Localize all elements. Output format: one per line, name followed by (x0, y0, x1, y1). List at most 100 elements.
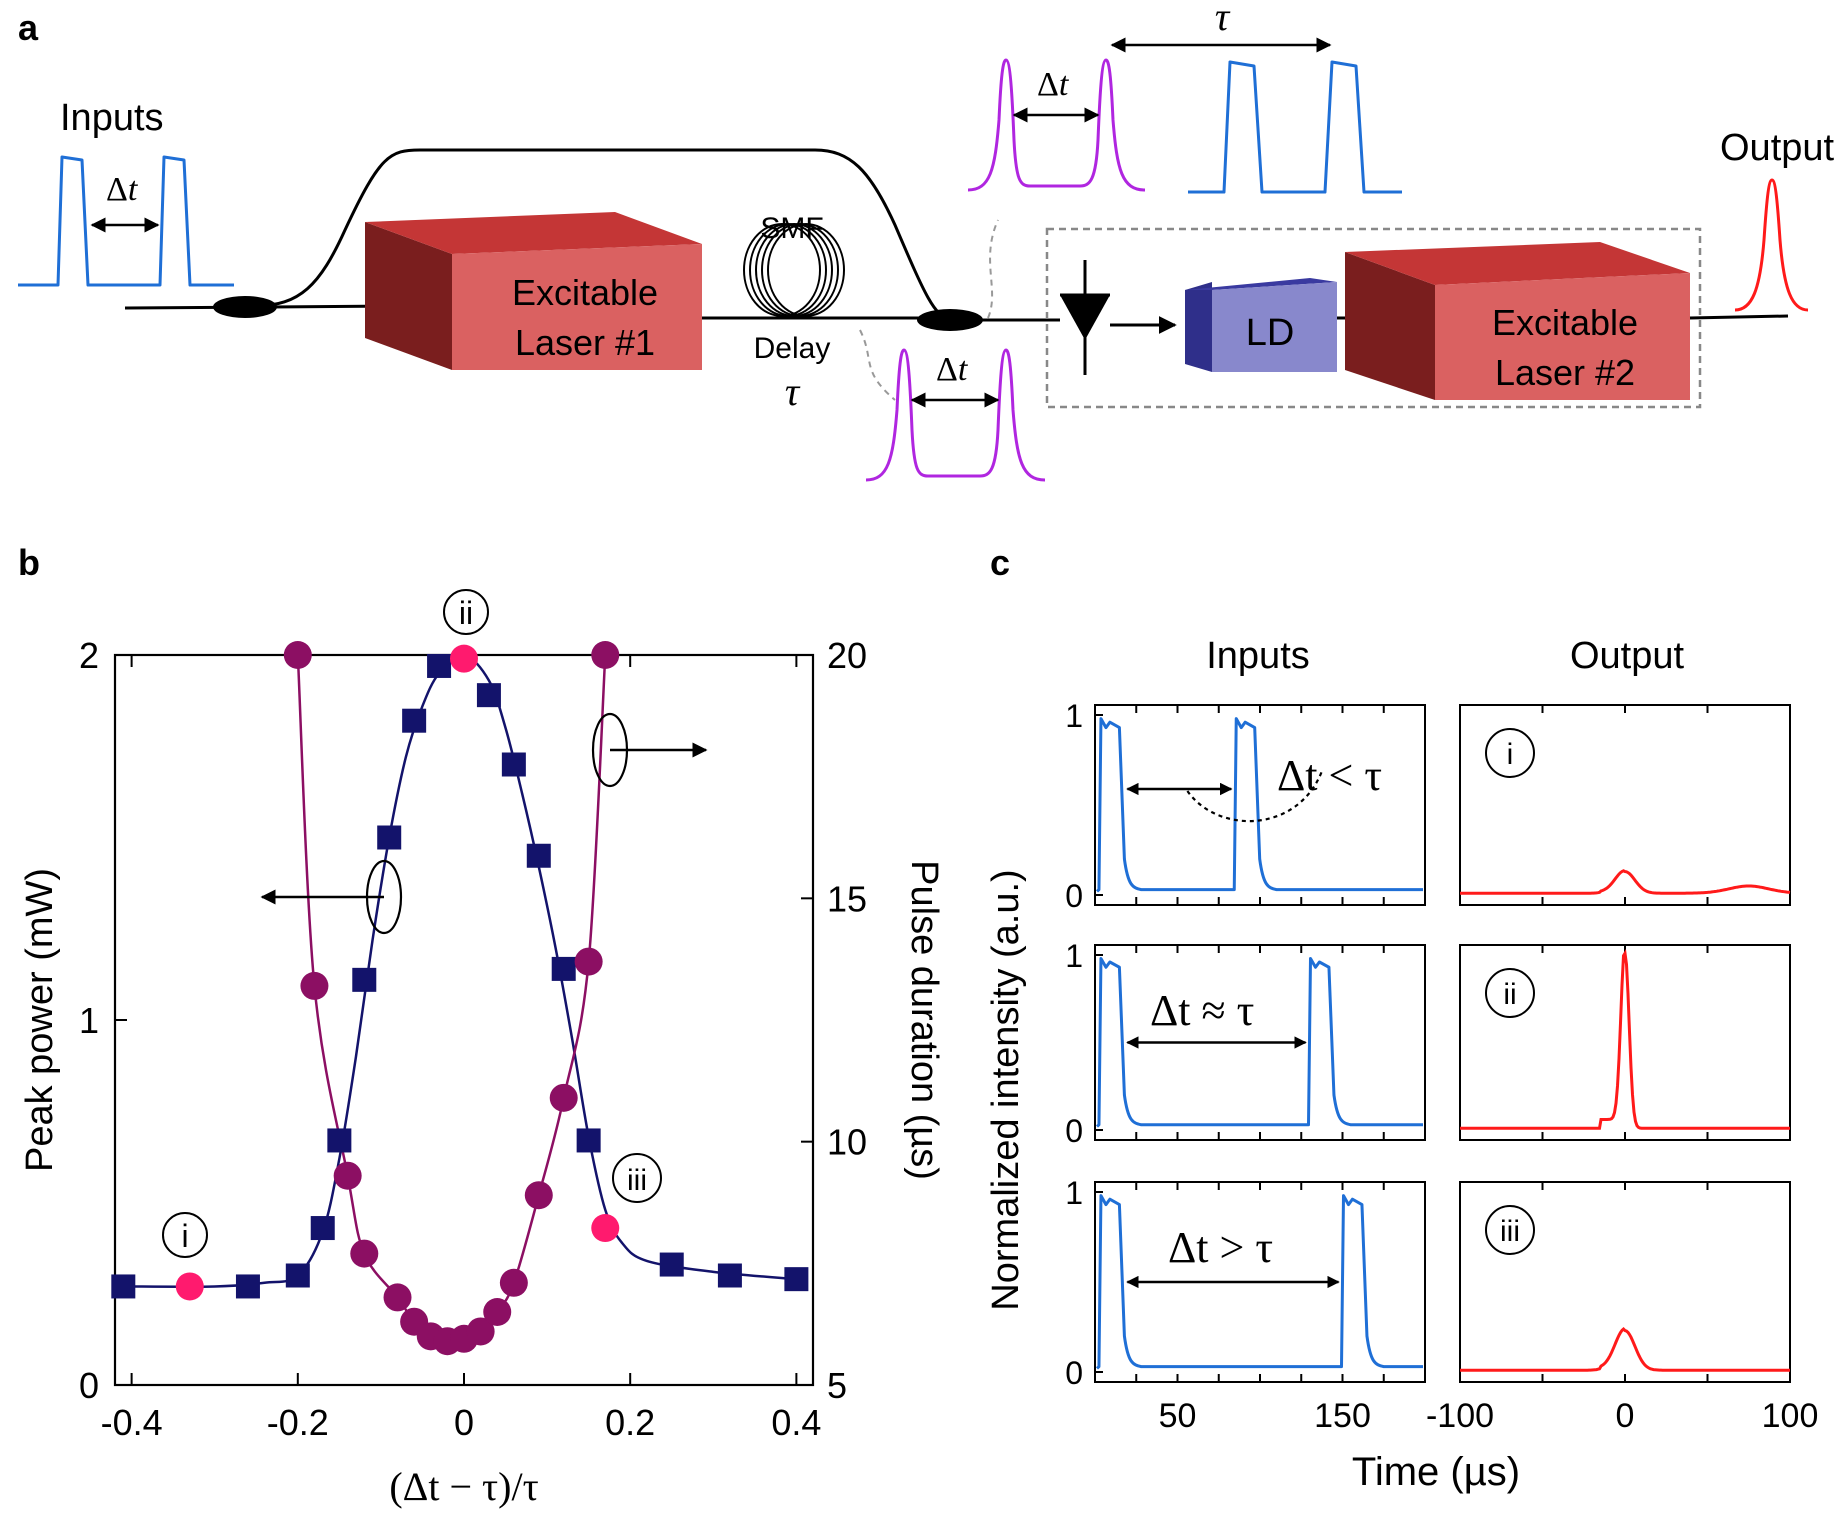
svg-text:iii: iii (627, 1164, 647, 1197)
b-ytick-label-left: 1 (79, 1000, 99, 1041)
svg-text:iii: iii (1500, 1215, 1520, 1248)
b-square-marker (501, 752, 526, 777)
b-square-marker (717, 1263, 742, 1288)
panel-letter-a: a (18, 7, 39, 48)
excitable-laser-1: Excitable Laser #1 (365, 212, 702, 370)
panel-b-series (111, 641, 809, 1356)
b-ytick-label-left: 2 (79, 635, 99, 676)
c-annotation-2: Δt > τ (1168, 1223, 1273, 1272)
panel-b-ylabel-left: Peak power (mW) (19, 868, 61, 1172)
b-square-marker (352, 967, 377, 992)
b-square-marker (310, 1216, 335, 1241)
c-annotation-0: Δt < τ (1277, 751, 1382, 800)
c-dashed-arc (1186, 770, 1324, 823)
b-square-marker (576, 1128, 601, 1153)
b-circle-marker (591, 641, 620, 669)
b-ytick-label-right: 15 (827, 878, 867, 919)
panel-b-xlabel: (Δt − τ)/τ (389, 1464, 538, 1509)
b-xtick-label: -0.2 (267, 1402, 329, 1443)
b-square-marker (784, 1267, 809, 1292)
delay-tau-label: τ (785, 369, 801, 414)
ld-label: LD (1246, 312, 1295, 354)
fiber-output-line (1689, 314, 1789, 320)
output-pulse-trace (1734, 178, 1809, 312)
tau-pulse-pair-trace (1188, 60, 1402, 194)
b-ytick-label-right: 5 (827, 1365, 847, 1406)
tau-label-top: τ (1215, 0, 1231, 39)
b-square-marker (285, 1263, 310, 1288)
b-circle-marker (283, 641, 312, 669)
fiber-coupler-1 (213, 296, 277, 318)
b-square-marker (327, 1128, 352, 1153)
b-circle-marker (333, 1161, 362, 1190)
photodiode-icon (1060, 260, 1110, 375)
laser1-label-line2: Laser #1 (515, 322, 655, 363)
b-square-marker (476, 683, 501, 708)
c-xtick-label-right: 0 (1616, 1397, 1635, 1435)
b-circle-marker (300, 971, 329, 1000)
b-xtick-label: 0.2 (605, 1402, 655, 1443)
c-output-trace-1 (1460, 948, 1790, 1130)
c-input-trace-1 (1095, 957, 1423, 1128)
smf-label: SMF (760, 212, 823, 245)
c-input-trace-2 (1095, 1194, 1423, 1370)
panel-b-axes-frame (113, 653, 815, 1387)
b-circle-marker (524, 1181, 553, 1210)
b-xtick-label: 0 (454, 1402, 474, 1443)
b-square-marker (377, 825, 402, 850)
delayed-pulse-trace-top (967, 58, 1146, 192)
c-roman-callout-1: ii (1485, 968, 1535, 1018)
b-ytick-label-right: 20 (827, 635, 867, 676)
b-ytick-label-right: 10 (827, 1122, 867, 1163)
input-pulse-pair-trace (18, 155, 234, 287)
panel-letter-b: b (18, 542, 40, 583)
c-output-trace-2 (1460, 1327, 1790, 1372)
laser2-label-line2: Laser #2 (1495, 352, 1635, 393)
panel-c-ylabel: Normalized intensity (a.u.) (985, 869, 1027, 1310)
b-square-marker (235, 1274, 260, 1299)
c-xtick-label-right: 100 (1762, 1397, 1819, 1435)
c-ytick-label-1: 1 (1065, 1175, 1083, 1211)
c-ytick-label-0: 0 (1065, 1113, 1083, 1149)
callout-iii: iii (612, 1153, 662, 1203)
excitable-laser-2: Excitable Laser #2 (1345, 242, 1690, 400)
c-roman-callout-0: i (1485, 728, 1535, 778)
fiber-coupler-2 (917, 309, 983, 331)
laser1-label-line1: Excitable (512, 272, 658, 313)
delay-label: Delay (754, 332, 831, 365)
c-xtick-label-right: -100 (1426, 1397, 1494, 1435)
b-highlight-marker (450, 644, 478, 673)
output-label: Output (1720, 127, 1835, 169)
laser-diode-block: LD (1185, 278, 1337, 372)
b-circle-marker (483, 1298, 512, 1326)
c-roman-callout-2: iii (1485, 1205, 1535, 1255)
callout-ii: ii (443, 589, 489, 635)
c-xtick-label-left: 150 (1314, 1397, 1371, 1435)
dashed-callout-bottom (859, 329, 896, 401)
c-ytick-label-0: 0 (1065, 1355, 1083, 1391)
b-square-marker (659, 1252, 684, 1277)
svg-text:i: i (1507, 738, 1514, 771)
svg-text:ii: ii (1503, 978, 1516, 1011)
col-header-inputs: Inputs (1206, 635, 1310, 677)
laser2-label-line1: Excitable (1492, 302, 1638, 343)
b-circle-marker (574, 947, 603, 976)
c-output-trace-0 (1460, 869, 1791, 895)
b-circle-marker (350, 1239, 379, 1268)
inputs-label: Inputs (60, 97, 164, 139)
b-xtick-label: 0.4 (771, 1402, 821, 1443)
panel-b-ylabel-right: Pulse duration (µs) (903, 860, 945, 1180)
dashed-callout-top (987, 219, 999, 319)
b-circle-marker (466, 1317, 495, 1346)
svg-text:ii: ii (459, 595, 473, 631)
receiver-dashed-box (1045, 227, 1702, 409)
c-xtick-label-left: 50 (1159, 1397, 1197, 1435)
b-xtick-label: -0.4 (101, 1402, 163, 1443)
c-ytick-label-1: 1 (1065, 698, 1083, 734)
panel-letter-c: c (990, 542, 1010, 583)
col-header-output: Output (1570, 635, 1685, 677)
c-ytick-label-1: 1 (1065, 938, 1083, 974)
